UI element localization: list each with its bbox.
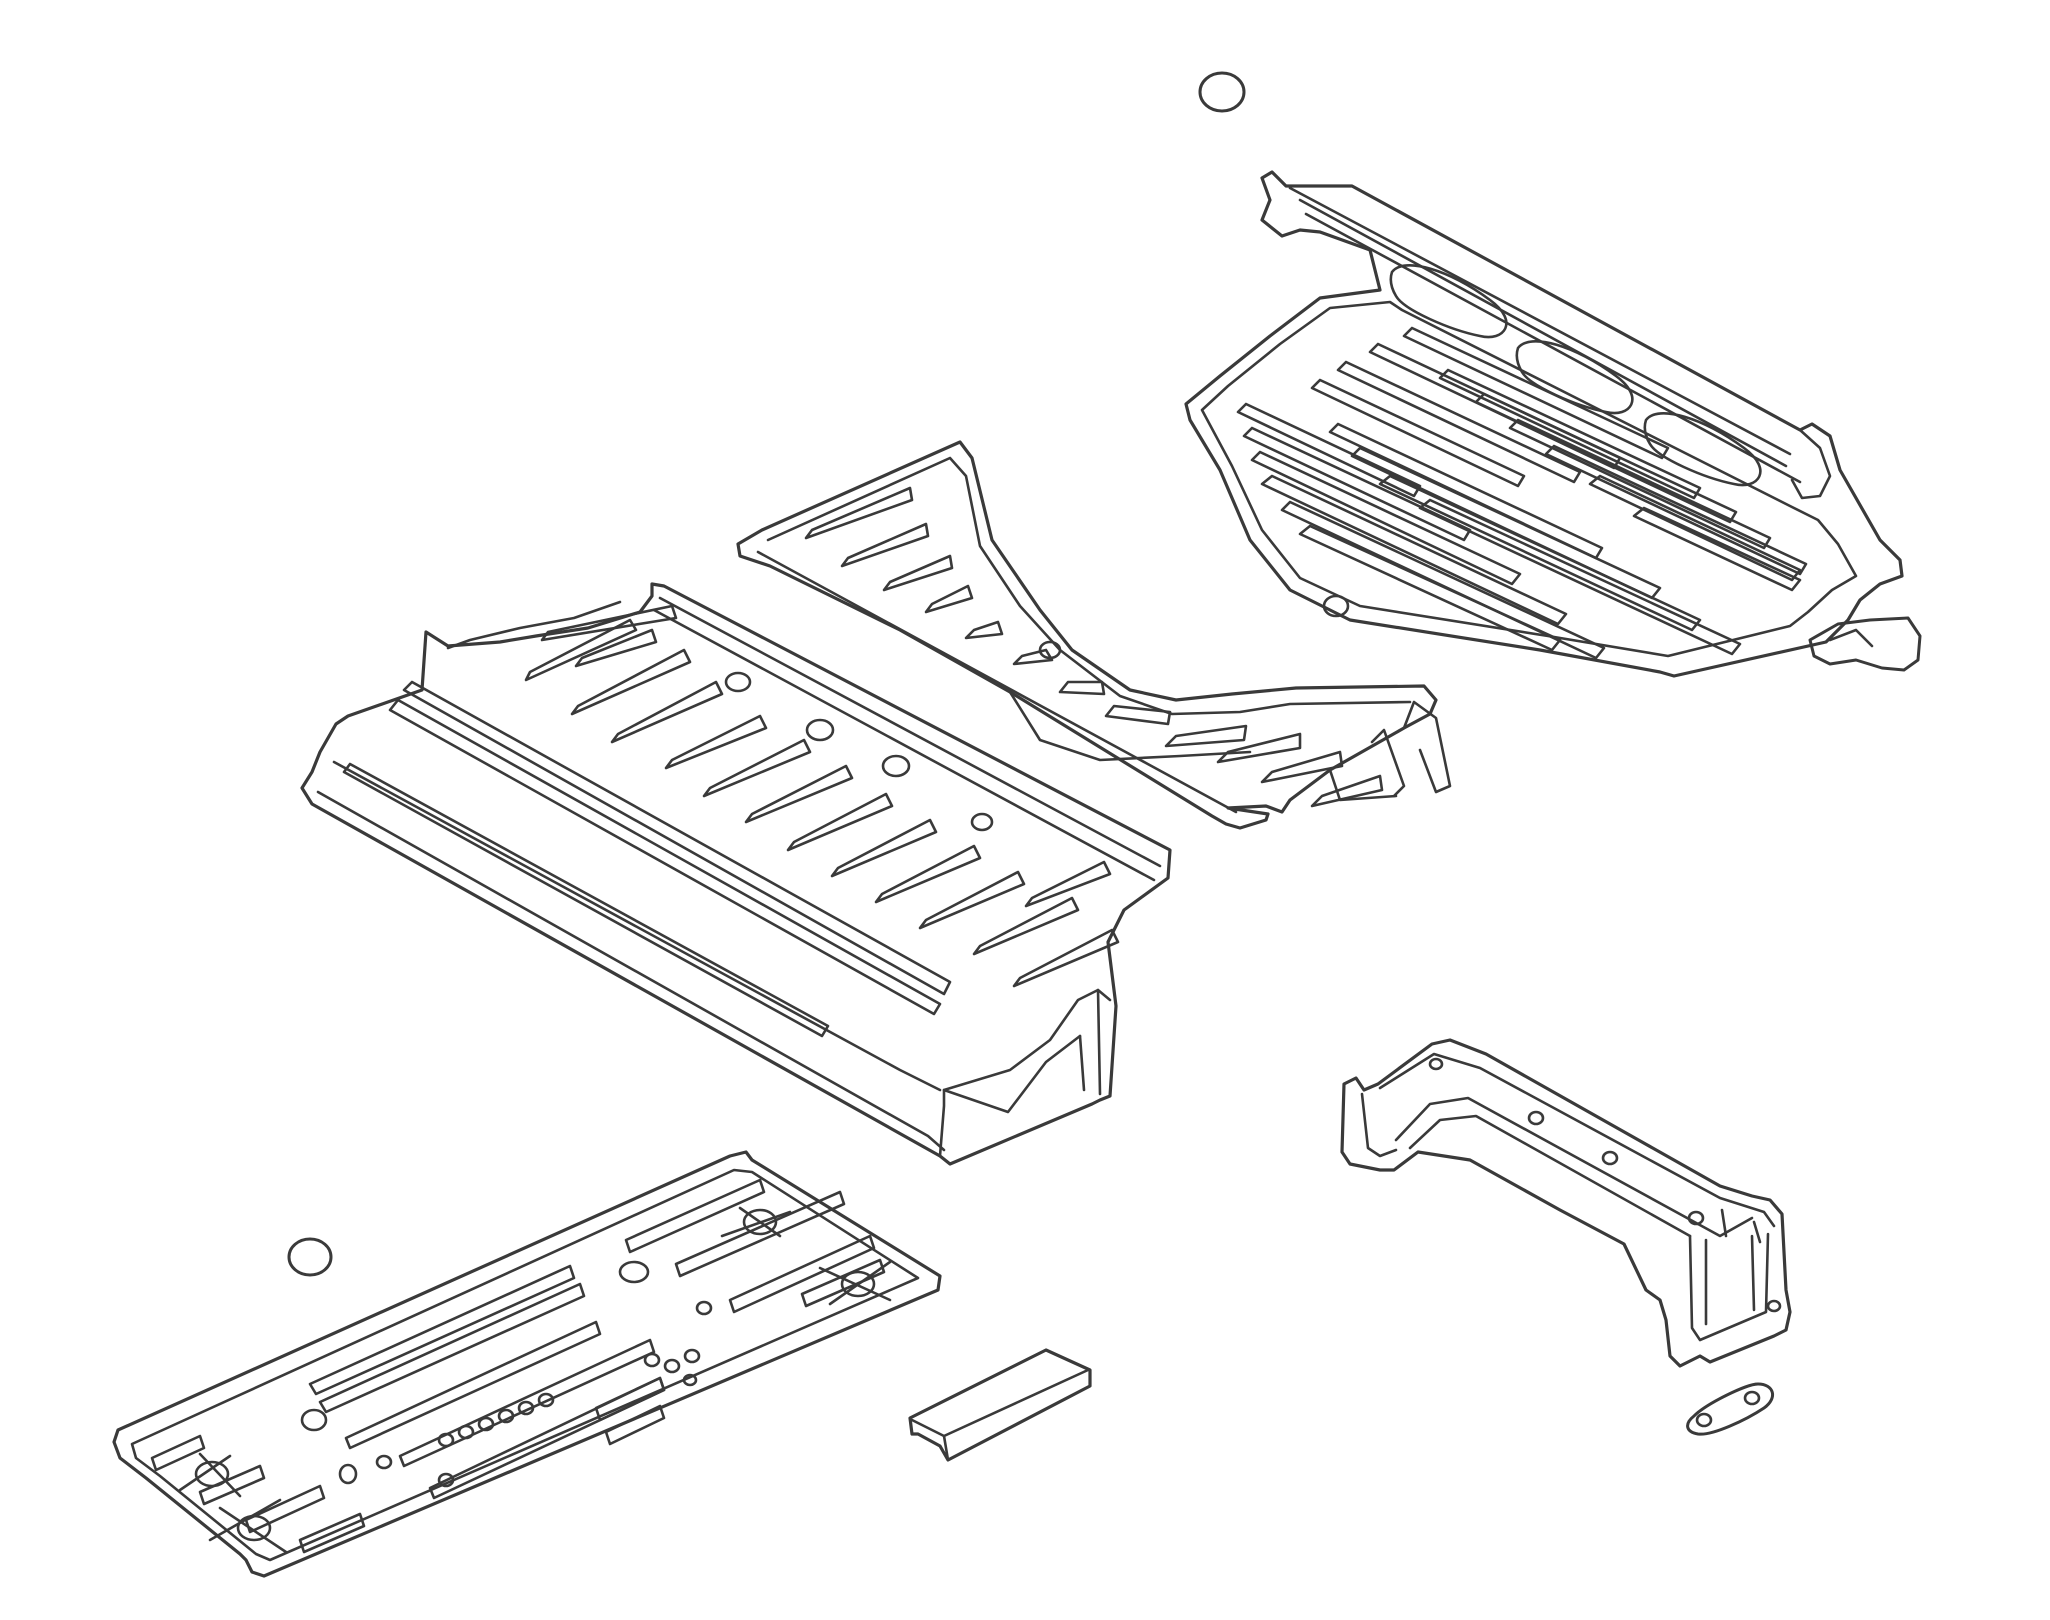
small-reinforcement-bar (908, 1348, 1092, 1462)
crossmember (1340, 1038, 1792, 1368)
front-floor-pan (300, 582, 1172, 1166)
plug-top (1198, 71, 1246, 113)
plug-left (287, 1237, 333, 1277)
rear-floor-panel (1184, 170, 1904, 678)
rear-clip (1808, 616, 1922, 672)
center-floor-tunnel-panel (736, 440, 1452, 830)
left-floor-side-panel (112, 1150, 942, 1578)
oval-clip (1686, 1382, 1774, 1436)
